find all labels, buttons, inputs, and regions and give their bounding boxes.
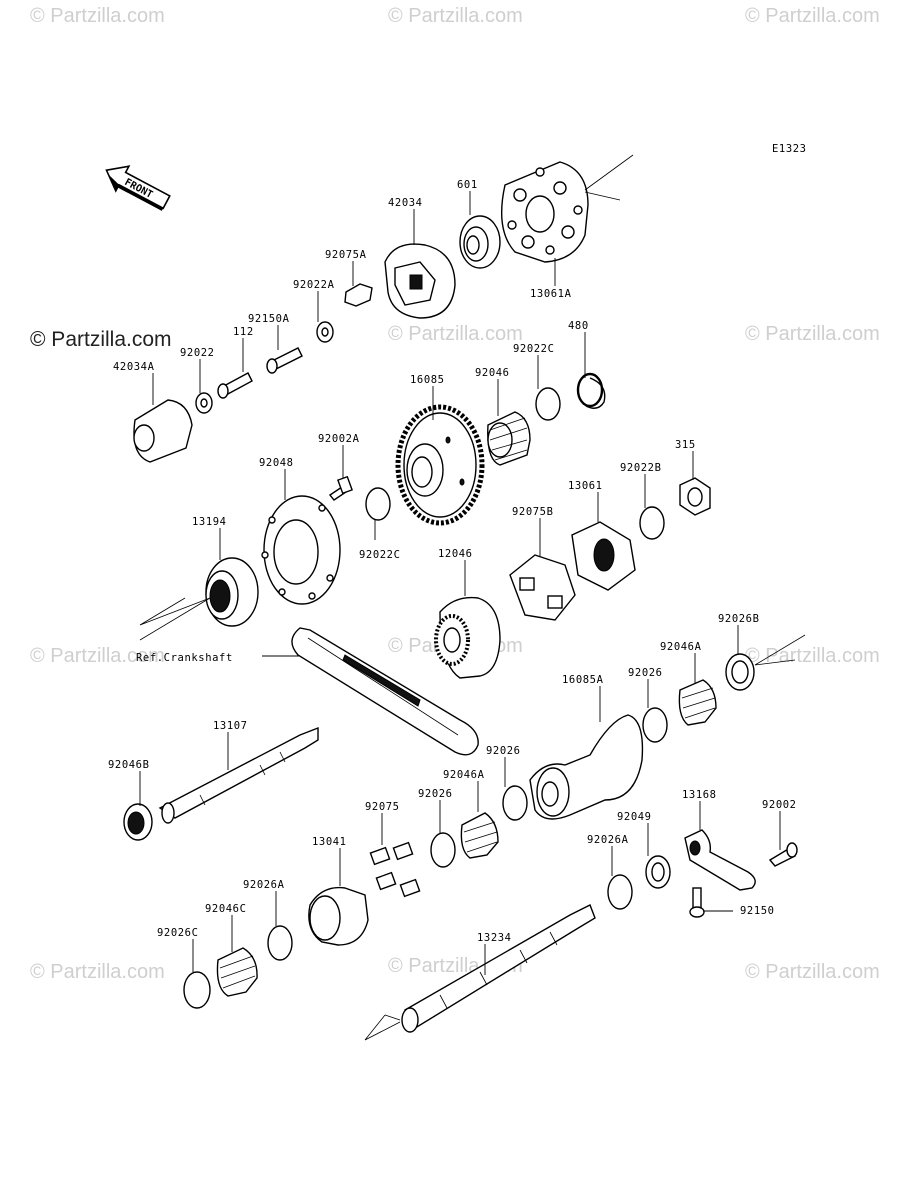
watermark: © Partzilla.com	[30, 961, 165, 983]
bolt-part	[768, 842, 798, 867]
clutch-cover-part	[133, 399, 193, 463]
hub-part	[571, 521, 636, 591]
part-number-label: 13041	[312, 836, 347, 848]
part-number-label: 13061A	[530, 288, 572, 300]
part-number-label: 92046C	[205, 903, 247, 915]
drive-chain-part	[291, 627, 479, 756]
watermark: © Partzilla.com	[745, 5, 880, 27]
watermark: © Partzilla.com	[388, 323, 523, 345]
watermark-dark: © Partzilla.com	[30, 328, 172, 351]
part-number-label: 92026	[418, 788, 453, 800]
needle-bearing-part	[678, 679, 717, 726]
clutch-hub-plate-part	[500, 154, 634, 263]
damper-part	[316, 283, 373, 343]
part-number-label: 42034A	[113, 361, 155, 373]
part-number-label: 13107	[213, 720, 248, 732]
washer-part	[535, 387, 561, 421]
oil-seal-part	[123, 803, 153, 841]
part-number-label: 92002	[762, 799, 797, 811]
washer-part	[430, 832, 456, 868]
watermark: © Partzilla.com	[388, 5, 523, 27]
part-number-label: 92022C	[513, 343, 555, 355]
washer-part	[607, 874, 633, 910]
bearing-sleeve-part	[139, 557, 259, 641]
part-number-label: 92046B	[108, 759, 150, 771]
needle-bearing-part	[216, 947, 258, 997]
output-shaft-part	[364, 904, 596, 1041]
part-number-label: 92150	[740, 905, 775, 917]
part-number-label: 92022B	[620, 462, 662, 474]
lever-part	[684, 829, 756, 891]
part-number-label: 92022A	[293, 279, 335, 291]
ball-bearing-part	[459, 215, 501, 269]
watermark: © Partzilla.com	[30, 645, 165, 667]
ref-crankshaft-note: Ref.Crankshaft	[136, 652, 233, 664]
thrust-washer-part	[725, 634, 806, 691]
bolt-part	[328, 475, 353, 501]
input-shaft-part	[158, 726, 319, 824]
washer-part	[639, 506, 665, 540]
gear-part	[529, 714, 644, 820]
part-number-label: 12046	[438, 548, 473, 560]
front-arrow-icon: FRONT	[105, 165, 171, 211]
part-number-label: 92075B	[512, 506, 554, 518]
part-number-label: 16085A	[562, 674, 604, 686]
part-number-label: 92075A	[325, 249, 367, 261]
part-number-label: 13061	[568, 480, 603, 492]
part-number-label: 92022C	[359, 549, 401, 561]
washer-part	[642, 707, 668, 743]
sprocket-part	[434, 596, 501, 679]
part-number-label: 92046A	[443, 769, 485, 781]
part-number-label: 480	[568, 320, 589, 332]
part-number-label: 92026	[628, 667, 663, 679]
flange-part	[261, 495, 341, 605]
part-number-label: 13234	[477, 932, 512, 944]
part-number-label: 315	[675, 439, 696, 451]
needle-bearing-part	[460, 812, 499, 859]
part-number-label: 13168	[682, 789, 717, 801]
washer-part	[183, 971, 211, 1009]
part-number-label: 42034	[388, 197, 423, 209]
part-number-label: 92026A	[243, 879, 285, 891]
part-number-label: 92026A	[587, 834, 629, 846]
part-number-label: 92022	[180, 347, 215, 359]
watermark: © Partzilla.com	[745, 961, 880, 983]
damper-part	[509, 554, 576, 621]
watermark: © Partzilla.com	[30, 5, 165, 27]
part-number-label: 92150A	[248, 313, 290, 325]
watermark: © Partzilla.com	[745, 323, 880, 345]
part-number-label: 112	[233, 326, 254, 338]
large-gear-part	[395, 404, 485, 526]
part-number-label: 92049	[617, 811, 652, 823]
part-number-label: 16085	[410, 374, 445, 386]
part-number-label: 601	[457, 179, 478, 191]
washer-part	[365, 487, 391, 521]
part-number-label: 92026	[486, 745, 521, 757]
circlip-part	[576, 372, 606, 409]
washer-part	[502, 785, 528, 821]
part-number-label: 92046A	[660, 641, 702, 653]
washer-part	[267, 925, 293, 961]
bolt-part	[217, 372, 253, 399]
part-number-label: 92002A	[318, 433, 360, 445]
washer-part	[195, 392, 213, 414]
part-number-label: 13194	[192, 516, 227, 528]
part-number-label: 92048	[259, 457, 294, 469]
oil-seal-part	[645, 855, 671, 889]
needle-bearing-part	[487, 411, 531, 466]
diagram-code: E1323	[772, 143, 807, 155]
damper-rubber-part	[369, 841, 421, 898]
part-number-label: 92046	[475, 367, 510, 379]
bolt-part	[266, 347, 303, 374]
bolt-part	[689, 887, 705, 918]
part-number-label: 92026B	[718, 613, 760, 625]
one-way-clutch-part	[384, 243, 456, 319]
part-number-label: 92026C	[157, 927, 199, 939]
nut-part	[679, 477, 711, 516]
hub-part	[308, 886, 369, 946]
part-number-label: 92075	[365, 801, 400, 813]
